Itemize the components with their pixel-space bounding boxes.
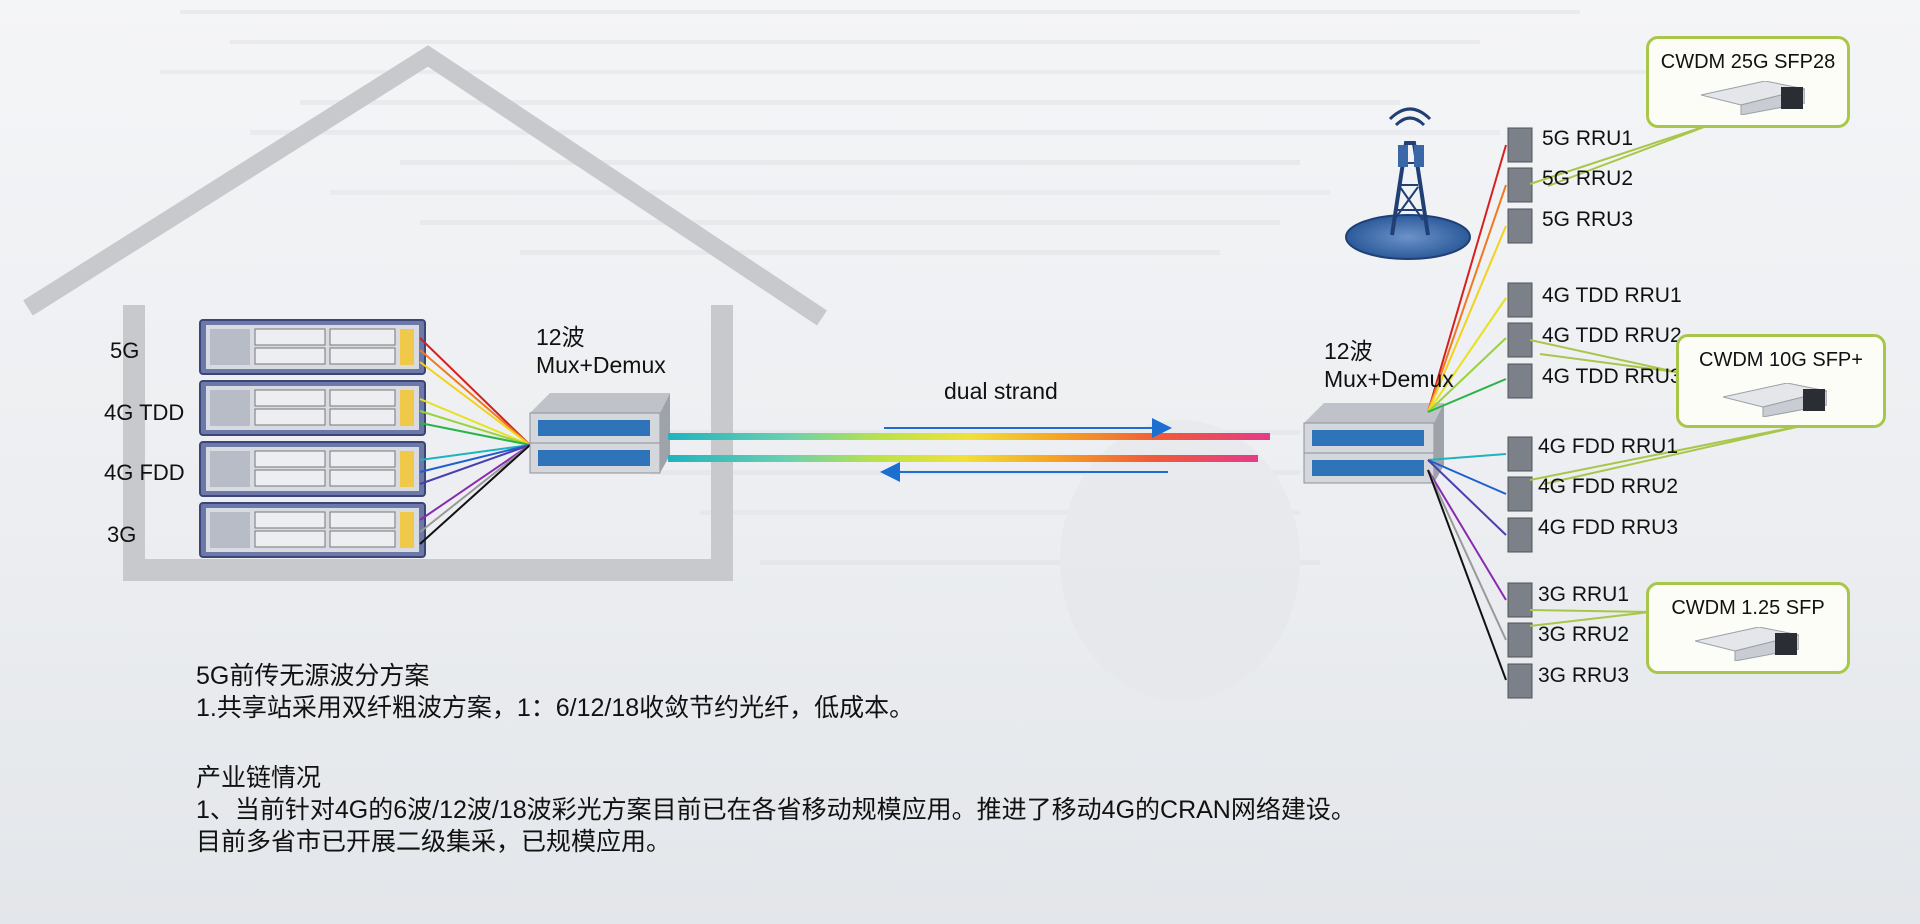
left-mux-label-line2: Mux+Demux [536, 351, 666, 378]
industry-line: 目前多省市已开展二级集采，已规模应用。 [196, 828, 672, 856]
module-label: CWDM 10G SFP+ [1699, 349, 1863, 371]
left-mux-label-line1: 12波 [536, 324, 585, 350]
left-fiber-fan [419, 337, 531, 545]
rru-boxes [1507, 127, 1533, 699]
module-callout-1-25g: CWDM 1.25 SFP [1646, 582, 1850, 674]
sfp-module-icon [1695, 627, 1799, 661]
right-mux-label-line2: Mux+Demux [1324, 365, 1454, 392]
right-mux-label: 12波 Mux+Demux [1324, 338, 1454, 393]
service-label-5g: 5G [110, 338, 140, 363]
rru-label: 4G FDD RRU2 [1538, 475, 1679, 498]
module-label: CWDM 25G SFP28 [1660, 51, 1836, 73]
industry-section: 产业链情况 1、当前针对4G的6波/12波/18波彩光方案目前已在各省移动规模应… [196, 762, 1356, 858]
bbu-rack-5g [199, 319, 426, 375]
industry-title: 产业链情况 [196, 764, 322, 792]
right-mux-label-line1: 12波 [1324, 338, 1373, 364]
solution-section: 5G前传无源波分方案 1.共享站采用双纤粗波方案，1：6/12/18收敛节约光纤… [196, 660, 914, 724]
rru-label: 4G TDD RRU2 [1542, 324, 1682, 347]
module-callout-10g: CWDM 10G SFP+ [1676, 334, 1886, 428]
trunk-fibers [668, 433, 1270, 462]
background-texture [160, 10, 1660, 700]
rru-label: 5G RRU1 [1542, 127, 1634, 150]
service-label-4g-tdd: 4G TDD [104, 400, 185, 425]
rru-label: 4G FDD RRU1 [1538, 435, 1679, 458]
cell-tower-icon [1345, 107, 1471, 260]
callout-leads [1529, 123, 1811, 627]
rru-label: 4G TDD RRU1 [1542, 284, 1682, 307]
sfp-module-icon [1723, 383, 1827, 417]
left-mux-label: 12波 Mux+Demux [536, 324, 666, 379]
rru-label: 3G RRU3 [1538, 664, 1630, 687]
rru-label: 3G RRU2 [1538, 623, 1630, 646]
bbu-rack-3g [199, 502, 426, 558]
right-fiber-fan [1427, 144, 1507, 681]
bbu-rack-group [199, 319, 426, 558]
industry-line: 1、当前针对4G的6波/12波/18波彩光方案目前已在各省移动规模应用。推进了移… [196, 796, 1356, 824]
rru-label: 3G RRU1 [1538, 583, 1630, 606]
solution-point: 1.共享站采用双纤粗波方案，1：6/12/18收敛节约光纤，低成本。 [196, 694, 915, 722]
rru-label: 5G RRU3 [1542, 208, 1634, 231]
module-label: CWDM 1.25 SFP [1671, 597, 1825, 619]
link-label: dual strand [944, 378, 1058, 404]
bbu-rack-4g-fdd [199, 441, 426, 497]
bbu-rack-4g-tdd [199, 380, 426, 436]
sfp-module-icon [1701, 81, 1805, 115]
module-callout-25g: CWDM 25G SFP28 [1646, 36, 1850, 128]
right-mux-device [1303, 403, 1444, 484]
service-label-3g: 3G [107, 522, 137, 547]
rru-label: 5G RRU2 [1542, 167, 1634, 190]
service-label-4g-fdd: 4G FDD [104, 460, 185, 485]
rru-label: 4G FDD RRU3 [1538, 516, 1679, 539]
left-mux-device [529, 393, 670, 474]
solution-title: 5G前传无源波分方案 [196, 662, 430, 690]
rru-label: 4G TDD RRU3 [1542, 365, 1682, 388]
